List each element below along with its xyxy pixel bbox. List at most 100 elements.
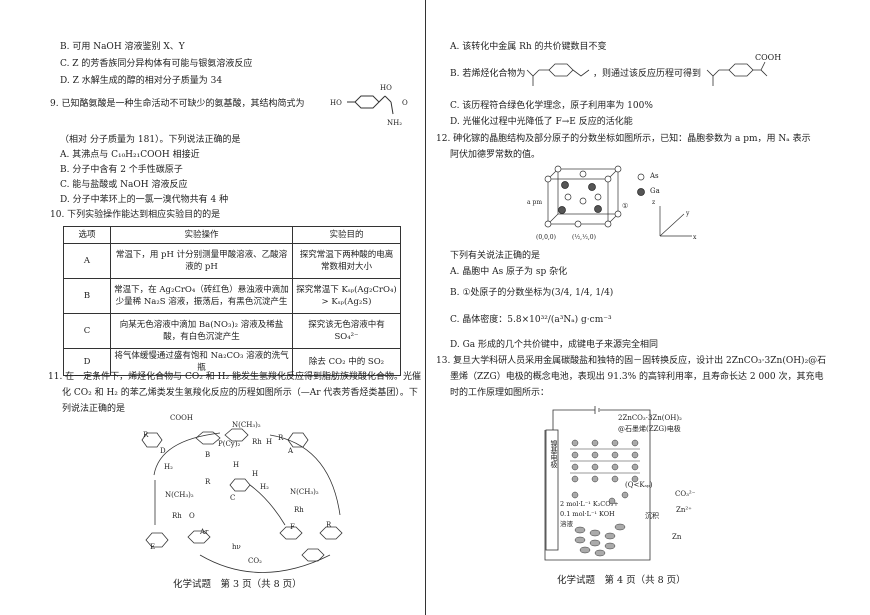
q13-line-2: 墨烯（ZZG）电极的概念电池，表现出 91.3% 的高锌利用率，且寿命长达 2 … [450, 372, 824, 382]
structure-ho: HO [330, 99, 342, 107]
label-ar-e: Ar [200, 528, 209, 536]
q12-option-d: D. Ga 形成的几个共价键中，成键电子来源完全相同 [450, 340, 659, 350]
table-row: A 常温下，用 pH 计分别测量甲酸溶液、乙酸溶液的 pH 探究常温下两种酸的电… [63, 243, 401, 279]
q11-option-c: C. 该历程符合绿色化学理念，原子利用率为 100% [450, 101, 653, 111]
label-r-a: R [278, 434, 284, 442]
label-solution-3: 溶液 [560, 520, 573, 528]
q11-option-a: A. 该转化中金属 Rh 的共价键数目不变 [450, 42, 607, 52]
label-h2-c: H₂ [260, 483, 269, 491]
label-f: F [290, 523, 295, 531]
row-label: D [63, 348, 111, 376]
header-purpose: 实验目的 [292, 226, 401, 244]
label-zzg-electrode: @石墨烯(ZZG)电极 [618, 425, 681, 433]
q9-stem-tail: （相对 [60, 135, 88, 145]
axis-z: z [652, 199, 656, 206]
q9-stem: 9. 已知酪氨酸是一种生命活动不可缺少的氨基酸，其结构简式为 [50, 99, 305, 109]
q8-option-d: D. Z 水解生成的醇的相对分子质量为 34 [60, 76, 223, 86]
q12-line-2: 阿伏加德罗常数的值。 [450, 150, 541, 160]
label-h-c2: H [252, 470, 259, 478]
q12-option-a: A. 晶胞中 As 原子为 sp 杂化 [450, 267, 568, 277]
row-operation: 将气体缓慢通过盛有饱和 Na₂CO₃ 溶液的洗气瓶 [110, 348, 293, 376]
table-row: D 将气体缓慢通过盛有饱和 Na₂CO₃ 溶液的洗气瓶 除去 CO₂ 中的 SO… [63, 348, 401, 376]
row-purpose: 探究该无色溶液中有 SO₄²⁻ [292, 313, 401, 349]
q9-option-d: D. 分子中苯环上的一氯一溴代物共有 4 种 [60, 195, 229, 205]
axis-x: x [693, 234, 697, 241]
label-co2: CO₂ [248, 557, 262, 565]
label-nme2-f: N(CH₃)₂ [290, 488, 319, 496]
q13-line-1: 13. 复旦大学科研人员采用金属碳酸盐和独特的固－固转换反应，设计出 2ZnCO… [436, 356, 827, 366]
q8-option-c: C. Z 的芳香族同分异构体有可能与银氨溶液反应 [60, 59, 253, 69]
axes-icon [659, 206, 692, 237]
gaas-unit-cell [544, 165, 622, 228]
q12-question: 下列有关说法正确的是 [450, 251, 541, 261]
row-operation: 常温下，在 Ag₂CrO₄（砖红色）悬浊液中滴加少量稀 Na₂S 溶液，振荡后，… [110, 278, 293, 314]
tyrosine-structure [347, 95, 394, 115]
label-r-c: R [205, 478, 211, 486]
label-nme2-e: N(CH₃)₂ [165, 491, 194, 499]
q11-line-1: 11. 在一定条件下，烯烃化合物与 CO₂ 和 H₂ 能发生氢羧化反应得到脂肪族… [48, 372, 421, 382]
q10-stem: 10. 下列实验操作能达到相应实验目的的是 [50, 210, 221, 220]
battery-diagram [544, 406, 651, 561]
q12-option-b: B. ①处原子的分数坐标为(3/4, 1/4, 1/4) [450, 288, 614, 298]
row-purpose: 探究常温下 Kₛₚ(Ag₂CrO₄) > Kₛₚ(Ag₂S) [292, 278, 401, 314]
axis-y: y [686, 210, 690, 217]
experiment-table: 选项 实验操作 实验目的 A 常温下，用 pH 计分别测量甲酸溶液、乙酸溶液的 … [63, 226, 401, 376]
label-b: B [205, 451, 211, 459]
row-label: A [63, 243, 111, 279]
label-e: E [150, 543, 156, 551]
q9-option-b: B. 分子中含有 2 个手性碳原子 [60, 165, 183, 175]
label-r-f: R [326, 521, 332, 529]
q11-line-2: 化 CO₂ 和 H₂ 的苯乙烯类发生氢羧化反应的历程如图所示（—Ar 代表芳香烃… [62, 388, 418, 398]
row-label: C [63, 313, 111, 349]
row-operation: 常温下，用 pH 计分别测量甲酸溶液、乙酸溶液的 pH [110, 243, 293, 279]
label-half-coord: (½,½,0) [572, 234, 596, 241]
alkene-structure [526, 63, 590, 86]
q12-line-1: 12. 砷化镓的晶胞结构及部分原子的分数坐标如图所示，已知：晶胞参数为 a pm… [436, 134, 811, 144]
q9-option-c: C. 能与盐酸或 NaOH 溶液反应 [60, 180, 188, 190]
q12-option-c: C. 晶体密度：5.8×10³²/(a³Nₐ) g·cm⁻³ [450, 315, 612, 325]
label-a-pm: a pm [527, 199, 543, 206]
label-pcy2-b: P(Cy)₂ [218, 440, 241, 448]
label-r: R [143, 431, 149, 439]
q11-option-b-pre: B. 若烯烃化合物为 [450, 69, 526, 79]
table-row: B 常温下，在 Ag₂CrO₄（砖红色）悬浊液中滴加少量稀 Na₂S 溶液，振荡… [63, 278, 401, 314]
q9-option-a: A. 其沸点与 C₁₀H₂₁COOH 相接近 [60, 150, 200, 160]
label-position-1: ① [622, 202, 629, 210]
label-a: A [288, 447, 294, 455]
hydrocarboxylation-cycle-diagram [141, 428, 343, 573]
table-row: C 向某无色溶液中滴加 Ba(NO₃)₂ 溶液及稀盐酸，有白色沉淀产生 探究该无… [63, 313, 401, 349]
label-cooh: COOH [170, 414, 193, 422]
label-rh-e: Rh [172, 512, 182, 520]
label-h-c1: H [233, 461, 240, 469]
label-cooh-product: COOH [755, 53, 782, 62]
label-deposition: 沉积 [645, 512, 659, 520]
label-rh-b: Rh [252, 438, 262, 446]
q11-line-3: 列说法正确的是 [62, 404, 126, 414]
page-divider [425, 0, 426, 615]
header-option: 选项 [63, 226, 111, 244]
label-q-ksp: (Q<Kₛₚ) [625, 481, 653, 489]
q11-option-d: D. 光催化过程中光降低了 F→E 反应的活化能 [450, 117, 633, 127]
legend-as: As [650, 172, 659, 180]
legend-ga: Ga [650, 187, 660, 195]
q8-option-b: B. 可用 NaOH 溶液鉴别 X、Y [60, 42, 185, 52]
label-zn2: Zn²⁺ [676, 506, 692, 514]
row-operation: 向某无色溶液中滴加 Ba(NO₃)₂ 溶液及稀盐酸，有白色沉淀产生 [110, 313, 293, 349]
page-footer-left: 化学试题 第 3 页（共 8 页） [173, 579, 302, 590]
label-d: D [160, 447, 166, 455]
label-hv: hν [232, 543, 241, 551]
label-solution-1: 2 mol·L⁻¹ K₂CO₃+ [560, 500, 619, 508]
label-zn: Zn [672, 533, 682, 541]
label-o-e: O [189, 512, 195, 520]
label-zzg-formula: 2ZnCO₃·3Zn(OH)₂ [618, 414, 682, 422]
page-footer-right: 化学试题 第 4 页（共 8 页） [557, 575, 686, 586]
row-label: B [63, 278, 111, 314]
label-h2-top: H₂ [164, 463, 173, 471]
label-solution-2: 0.1 mol·L⁻¹ KOH [560, 510, 615, 518]
label-nme2-b: N(CH₃)₂ [232, 421, 261, 429]
q9-stem-2: 分子质量为 181）。下列说法正确的是 [90, 135, 241, 145]
label-c: C [230, 494, 236, 502]
label-nickel-electrode: 镍基电极 [550, 440, 558, 468]
label-origin: (0,0,0) [536, 234, 556, 241]
label-rh-f: Rh [294, 506, 304, 514]
